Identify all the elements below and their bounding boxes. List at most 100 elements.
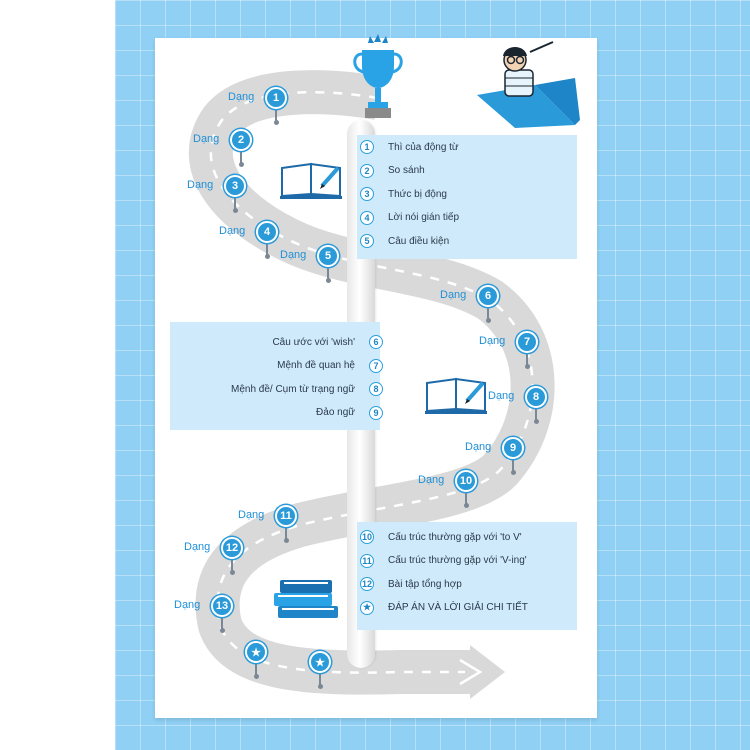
pin-stem — [526, 353, 528, 365]
toc-number-badge: ★ — [360, 600, 374, 615]
toc-item: 10 Cấu trúc thường gặp với 'to V' — [360, 530, 522, 544]
pin-label: Dạng — [219, 225, 246, 237]
pin-dot — [524, 364, 530, 369]
pin-dot — [283, 538, 289, 543]
pin-stem — [266, 243, 268, 255]
toc-item: 2 So sánh — [360, 163, 425, 178]
pin-stem — [327, 267, 329, 279]
pin-number: 8 — [525, 386, 547, 408]
pin-number: 7 — [516, 331, 538, 353]
pin-label: Dạng — [184, 541, 211, 553]
pin-number: 3 — [224, 175, 246, 197]
pin-stem — [240, 151, 242, 163]
toc-item-label: Lời nói gián tiếp — [388, 212, 460, 223]
pin-dot — [533, 419, 539, 424]
pin-label: Dạng — [488, 390, 515, 402]
pin-stem — [231, 559, 233, 571]
pin-label: Dạng — [238, 509, 265, 521]
pin-label: Dạng — [465, 441, 492, 453]
toc-number-badge: 8 — [369, 382, 383, 396]
pin-number: 2 — [230, 129, 252, 151]
pin-stem — [535, 408, 537, 420]
road-arrowhead — [470, 645, 505, 699]
toc-number-badge: 9 — [369, 405, 383, 420]
pin-number: 1 — [265, 87, 287, 109]
pin-number: 13 — [211, 595, 233, 617]
pin-number: 10 — [455, 470, 477, 492]
pin-number: 5 — [317, 245, 339, 267]
toc-panel-bottom — [357, 522, 577, 630]
pin-number: 11 — [275, 505, 297, 527]
toc-number-badge: 10 — [360, 530, 374, 544]
pin-number: 9 — [502, 437, 524, 459]
toc-panel-top — [357, 135, 577, 259]
pin-dot — [317, 684, 323, 689]
toc-number-badge: 2 — [360, 163, 374, 178]
toc-number-badge: 7 — [369, 358, 383, 373]
pin-dot — [232, 208, 238, 213]
toc-item: Mệnh đề quan hệ 7 — [163, 358, 383, 373]
open-book-icon — [425, 377, 487, 414]
pin-dot — [510, 470, 516, 475]
toc-item-label: Mệnh đề/ Cụm từ trạng ngữ — [230, 383, 355, 395]
toc-item-label: Thức bị động — [388, 188, 447, 200]
toc-number-badge: 12 — [360, 577, 374, 591]
toc-item-label: Bài tập tổng hợp — [388, 578, 462, 590]
toc-item-label: Câu ước với 'wish' — [272, 336, 355, 348]
pin-label: Dạng — [228, 91, 255, 103]
pin-number: 4 — [256, 221, 278, 243]
toc-item-label: Mệnh đề quan hệ — [277, 360, 355, 371]
toc-number-badge: 6 — [369, 335, 383, 349]
star-icon: ★ — [245, 641, 267, 663]
pin-dot — [229, 570, 235, 575]
pin-label: Dạng — [280, 249, 307, 261]
toc-number-badge: 3 — [360, 187, 374, 201]
toc-item-label: Cấu trúc thường gặp với 'to V' — [388, 531, 522, 543]
pin-stem — [487, 307, 489, 319]
toc-item-label: Thì của động từ — [388, 141, 459, 153]
pin-stem — [285, 527, 287, 539]
pin-dot — [253, 674, 259, 679]
toc-item: 12 Bài tập tổng hợp — [360, 577, 462, 591]
pin-label: Dạng — [479, 335, 506, 347]
open-book-icon — [280, 162, 342, 199]
pin-dot — [219, 628, 225, 633]
pin-label: Dạng — [418, 474, 445, 486]
pin-stem — [465, 492, 467, 504]
pin-dot — [238, 162, 244, 167]
toc-item: Mệnh đề/ Cụm từ trạng ngữ 8 — [163, 382, 383, 396]
pin-label: Dạng — [187, 179, 214, 191]
toc-item: ★ ĐÁP ÁN VÀ LỜI GIẢI CHI TIẾT — [360, 600, 528, 615]
pin-label: Dạng — [174, 599, 201, 611]
star-icon: ★ — [309, 651, 331, 673]
reader-illustration — [477, 41, 580, 128]
pin-label: Dạng — [193, 133, 220, 145]
trophy-icon — [353, 34, 403, 118]
toc-panel-middle — [170, 322, 380, 430]
pin-label: Dạng — [440, 289, 467, 301]
toc-item-label: Cấu trúc thường gặp với 'V-ing' — [388, 555, 527, 566]
pin-number: 12 — [221, 537, 243, 559]
toc-item: 1 Thì của động từ — [360, 140, 459, 154]
toc-item: 4 Lời nói gián tiếp — [360, 210, 460, 225]
pin-stem — [255, 663, 257, 675]
pin-dot — [325, 278, 331, 283]
toc-item: Câu ước với 'wish' 6 — [163, 335, 383, 349]
pin-stem — [221, 617, 223, 629]
toc-number-badge: 5 — [360, 234, 374, 248]
stacked-books-icon — [274, 580, 338, 618]
toc-number-badge: 4 — [360, 210, 374, 225]
toc-number-badge: 11 — [360, 553, 374, 568]
toc-number-badge: 1 — [360, 140, 374, 154]
toc-item-label: Đảo ngữ — [316, 407, 355, 418]
toc-item-label: So sánh — [388, 165, 425, 176]
toc-item: 5 Câu điều kiện — [360, 234, 449, 248]
toc-item-label: Câu điều kiện — [388, 235, 450, 247]
pin-stem — [512, 459, 514, 471]
toc-item: 11 Cấu trúc thường gặp với 'V-ing' — [360, 553, 527, 568]
pin-stem — [275, 109, 277, 121]
pin-stem — [319, 673, 321, 685]
toc-item-label: ĐÁP ÁN VÀ LỜI GIẢI CHI TIẾT — [388, 602, 528, 613]
pin-stem — [234, 197, 236, 209]
